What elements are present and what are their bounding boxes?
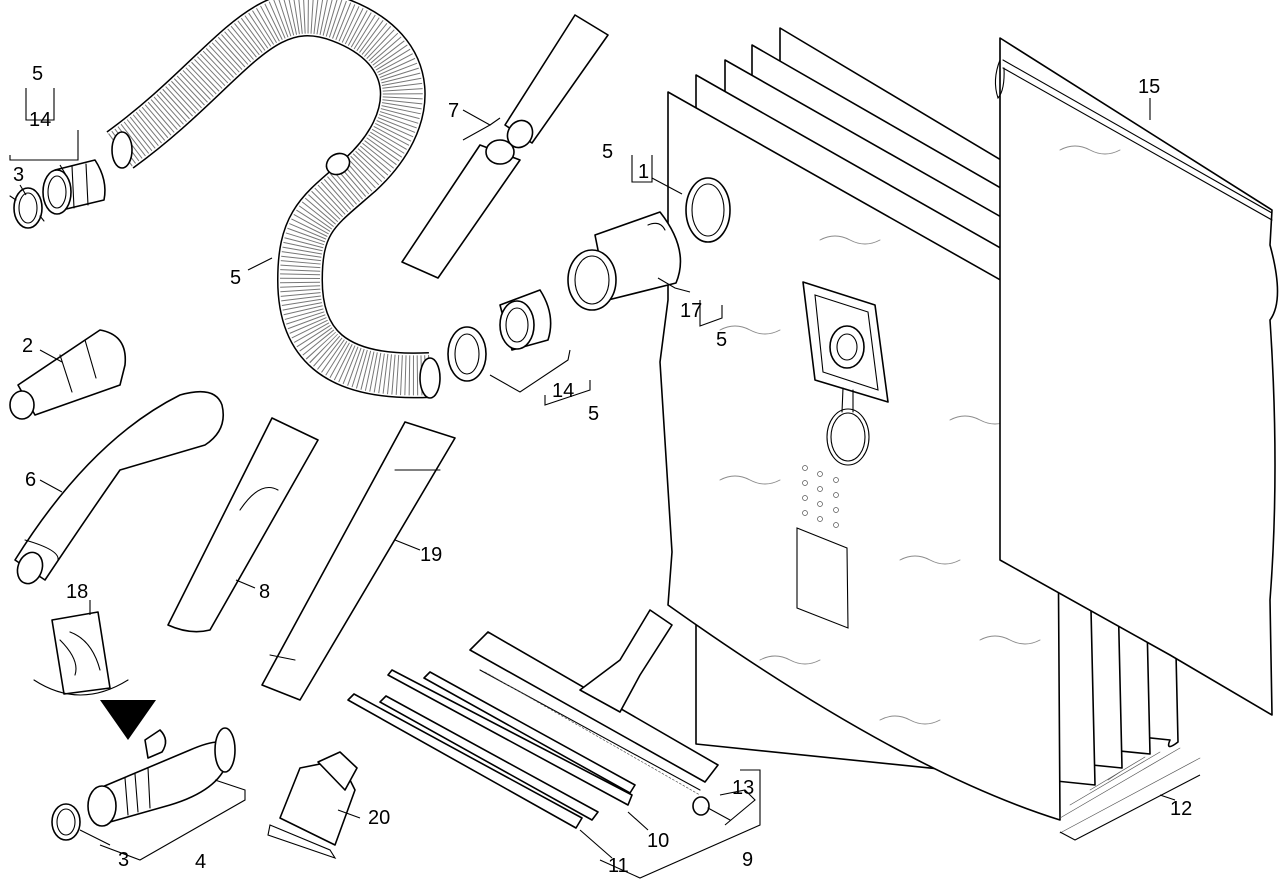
callout-8: 8 [259,581,270,603]
callout-5-adapter: 5 [716,329,727,351]
hose-sleeve-mid [499,289,552,351]
callout-5-ring: 5 [602,141,613,163]
callout-10: 10 [647,830,669,852]
leader-lines [9,88,1201,879]
suction-hose [106,0,441,399]
callout-19: 19 [420,544,442,566]
extension-tube-lower [401,139,521,279]
sealing-ring [685,177,731,243]
callout-14-top-left: 14 [29,109,51,131]
detergent-pack [33,611,156,740]
callout-2: 2 [22,335,33,357]
callout-3-bottom: 3 [118,849,129,871]
reducer-adapter [9,329,127,420]
callout-17: 17 [680,300,702,322]
bag-perforation [802,465,839,528]
crevice-nozzle [167,417,319,633]
bag-label [796,527,849,629]
callout-4: 4 [195,851,206,873]
callout-7: 7 [448,100,459,122]
bend-pipe [14,390,224,585]
floor-nozzle [469,609,719,796]
callout-numbers: 5 14 3 5 2 6 18 3 4 7 8 19 20 5 1 17 5 1… [13,63,1192,877]
bag-stack-guides [1059,747,1201,834]
callout-20: 20 [368,807,390,829]
callout-18: 18 [66,581,88,603]
callout-5-top-left: 5 [32,63,43,85]
callout-11: 11 [608,855,629,877]
clamp-ring-bottom [51,803,81,841]
clamp-ring-mid [447,326,487,382]
long-crevice-nozzle [261,421,456,701]
squeegee-strip-lower [347,693,599,829]
callout-1: 1 [638,161,649,183]
filter-fleece [994,37,1279,716]
handle-with-valve [87,727,236,827]
callout-14-mid: 14 [552,380,574,402]
squeegee-strip-upper [387,669,636,806]
bag-collar-plate [802,281,889,466]
callout-3-top-left: 3 [13,164,24,186]
clamp-ring-top [9,187,45,229]
callout-15: 15 [1138,76,1160,98]
roller-axle [692,796,731,821]
callout-13: 13 [732,777,754,799]
callout-12: 12 [1170,798,1192,820]
extension-tube-upper [504,14,609,149]
callout-5-hose: 5 [230,267,241,289]
adapter-elbow [567,211,682,311]
callout-5-mid: 5 [588,403,599,425]
hose-sleeve-top [42,159,106,215]
callout-9: 9 [742,849,753,871]
callout-6: 6 [25,469,36,491]
upholstery-brush [267,751,358,860]
